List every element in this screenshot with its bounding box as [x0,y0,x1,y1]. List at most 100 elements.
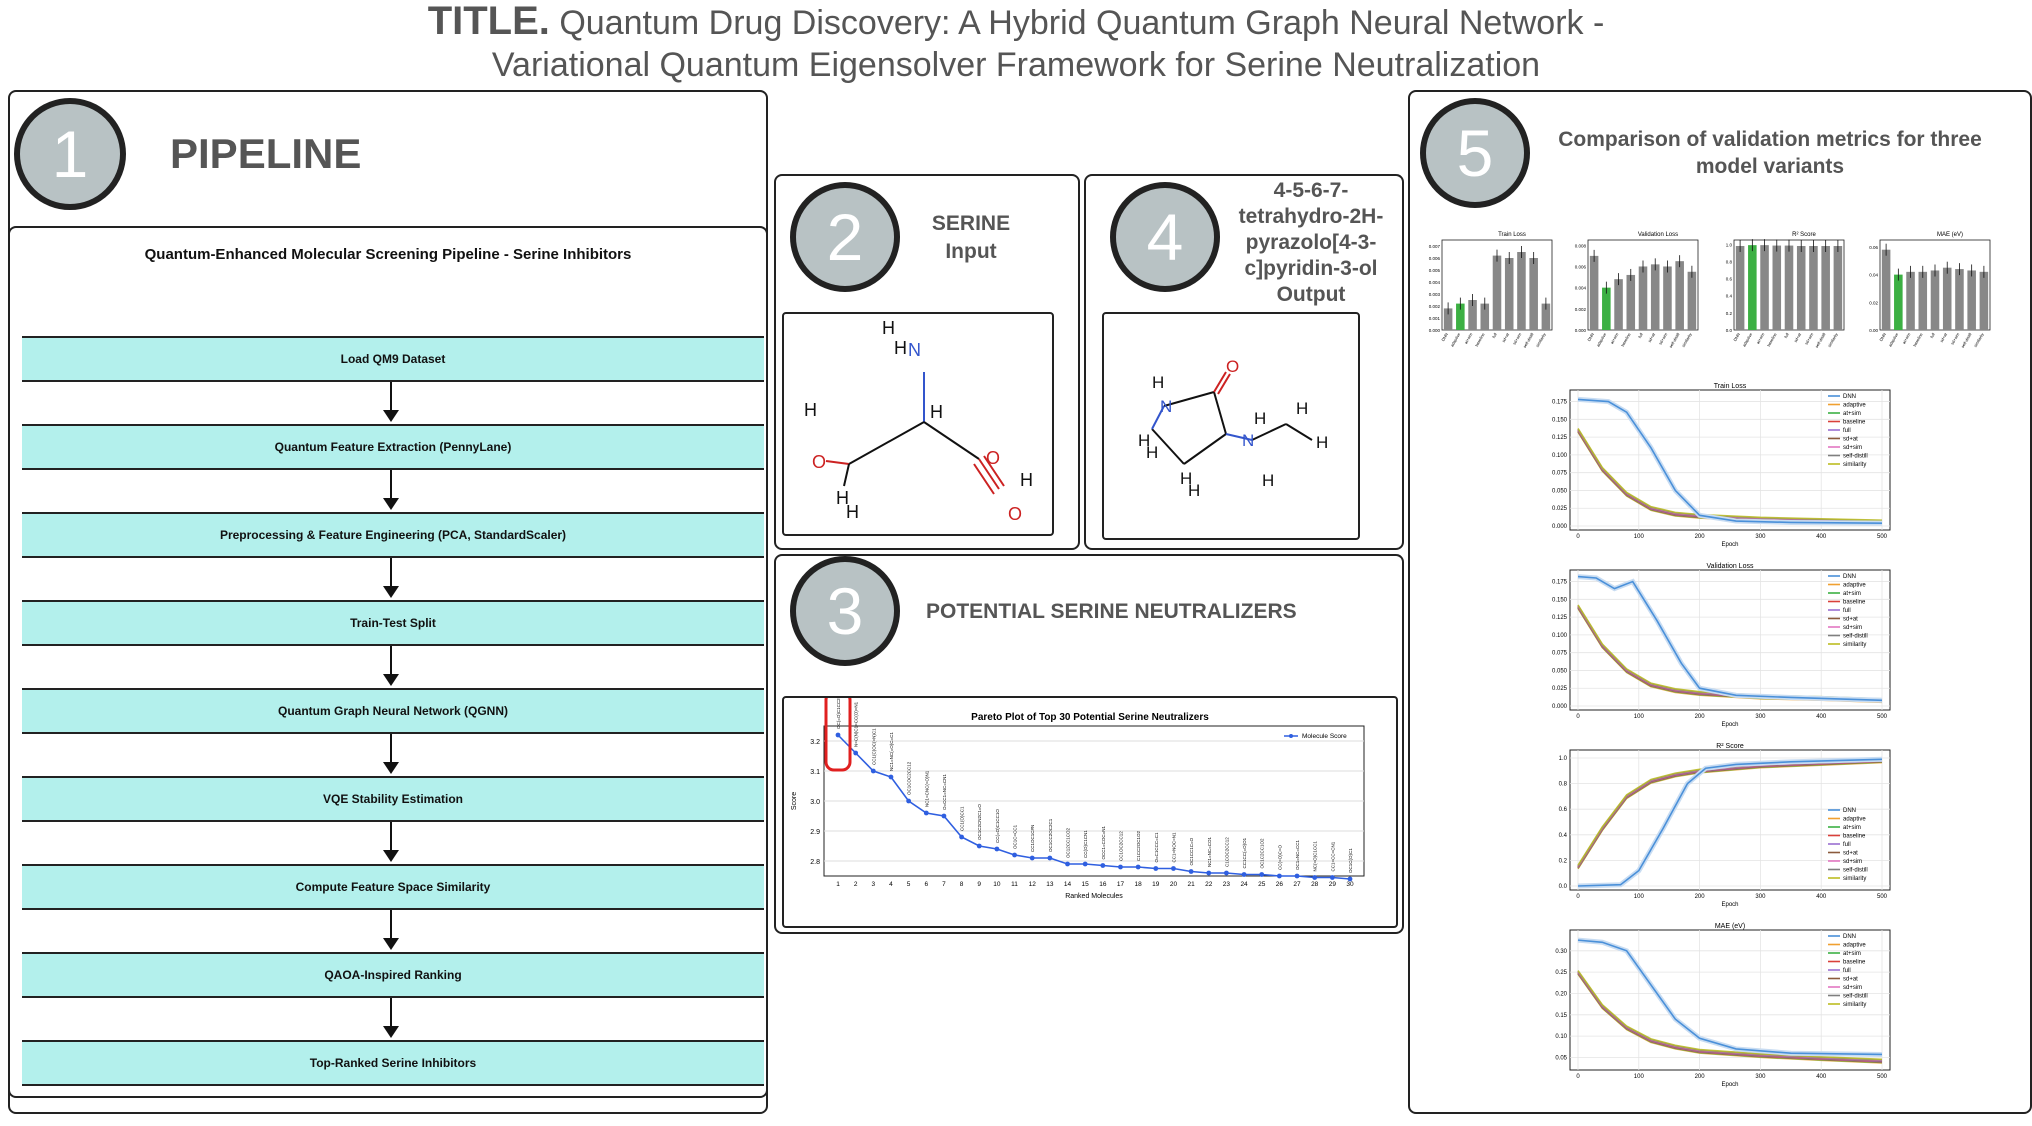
serine-structure-box: H H N H H O H H O H O [782,312,1054,536]
pareto-chart: Pareto Plot of Top 30 Potential Serine N… [791,686,1365,900]
atom-label: N [1242,431,1254,450]
bar-xtick-label: adaptive [1595,331,1607,347]
bar [1504,258,1514,330]
legend-label: sd+at [1843,977,1858,983]
bar-ytick-label: 0.8 [1726,259,1733,264]
bar-xtick-label: self-distill [1522,332,1535,349]
pareto-xtick-label: 15 [1082,881,1090,888]
pareto-point [835,732,841,738]
pareto-xtick-label: 29 [1329,881,1337,888]
bar [1480,303,1490,330]
line-chart: Train Loss0.0000.0250.0500.0750.1000.125… [1552,383,1891,548]
pareto-point-label: C1CC2OC1O2 [1136,830,1141,861]
line-ytick-label: 0.0 [1559,884,1568,890]
pipeline-diagram-title: Quantum-Enhanced Molecular Screening Pip… [144,246,632,263]
pipeline-arrow [390,910,392,940]
line-chart-title: Train Loss [1714,383,1747,390]
line-xtick-label: 0 [1576,1074,1580,1080]
line-ytick-label: 0.000 [1552,524,1568,530]
line-xlabel: Epoch [1721,1082,1738,1088]
bar-chart-title: Validation Loss [1638,232,1678,238]
pipeline-arrow [390,558,392,588]
pareto-point-label: CC1(O)CC1 [960,806,965,831]
pipeline-step: Quantum Graph Neural Network (QGNN) [22,688,764,734]
bar [1602,287,1611,330]
pareto-point-label: OC1C2CC1O2 [1260,838,1265,869]
line-xtick-label: 0 [1576,894,1580,900]
pipeline-diagram: Quantum-Enhanced Molecular Screening Pip… [8,226,768,1098]
legend-label: full [1843,608,1851,614]
pareto-ytick-label: 3.0 [810,799,820,806]
pipeline-arrow [390,734,392,764]
bar-xtick-label: similarity [1973,332,1985,348]
bar-xtick-label: at+sim [1901,331,1912,344]
bar-xtick-label: baseline [1912,331,1924,347]
bar [1541,303,1551,330]
bar-ytick-label: 0.004 [1575,286,1587,291]
bar-xtick-label: adaptive [1741,331,1753,347]
legend-label: at+sim [1843,411,1861,417]
bar-ytick-label: 0.006 [1575,264,1587,269]
panel-1-heading: PIPELINE [170,130,362,177]
pareto-point-label: O=CC1=NC=CN1 [942,774,947,810]
panel-5-number-badge: 5 [1420,98,1530,208]
line-charts: Train Loss0.0000.0250.0500.0750.1000.125… [1552,383,1891,1088]
panel-4-heading-line: pyrazolo[4-3- [1245,231,1377,254]
legend-label: self-distill [1843,454,1868,460]
line-ytick-label: 0.20 [1555,991,1567,997]
pareto-point [1029,855,1035,861]
line-xtick-label: 300 [1755,894,1766,900]
line-ytick-label: 0.2 [1559,858,1568,864]
pareto-xtick-label: 3 [871,881,875,888]
bar [1967,270,1976,330]
atom-label: H [1180,469,1192,488]
title-text-line1: Quantum Drug Discovery: A Hybrid Quantum… [559,4,1605,42]
legend-label: adaptive [1843,817,1866,823]
atom-label: O [1008,504,1022,524]
bar-ytick-label: 0.004 [1429,280,1441,285]
line-ytick-label: 0.4 [1559,833,1568,839]
pareto-point [1153,866,1159,871]
pareto-point [1347,876,1353,882]
pareto-point [994,846,1000,852]
pareto-xtick-label: 17 [1117,881,1125,888]
bar-xtick-label: DNN [1440,332,1449,342]
line-ytick-label: 0.125 [1552,615,1568,621]
pareto-point-label: NC1=CNC(=O)N1 [924,770,929,807]
legend-label: sd+sim [1843,985,1862,991]
bar [1930,270,1940,330]
pareto-ylabel: Score [791,792,798,810]
pareto-xtick-label: 14 [1064,881,1072,888]
bar-xtick-label: sd+at [1647,331,1657,343]
legend-label: full [1843,968,1851,974]
legend-label: similarity [1843,462,1866,468]
bar-ytick-label: 0.04 [1869,273,1878,278]
bar [1456,303,1465,330]
bar-xtick-label: baseline [1474,331,1486,347]
panel-2-heading-line2: Input [945,240,997,263]
line-xtick-label: 500 [1877,1074,1888,1080]
legend-label: self-distill [1843,634,1868,640]
pipeline-step: QAOA-Inspired Ranking [22,952,764,998]
pareto-legend-marker [1289,734,1293,738]
pareto-xtick-label: 1 [836,881,840,888]
bar-xtick-label: adaptive [1449,331,1461,347]
pareto-point-label: CC1OC2CC12 [1118,831,1123,861]
line-xtick-label: 300 [1755,534,1766,540]
bar-xtick-label: sd+sim [1658,331,1669,345]
bar-xtick-label: sd+at [1793,331,1803,343]
pareto-xtick-label: 24 [1240,881,1248,888]
pipeline-arrowhead [383,674,399,686]
pareto-line [837,734,1351,880]
bar [1492,255,1502,330]
panel-5-heading: Comparison of validation metrics for thr… [1558,128,1982,178]
series-line-dnn [1577,758,1883,887]
line-xtick-label: 100 [1634,1074,1645,1080]
legend-label: sd+sim [1843,625,1862,631]
serine-molecule-drawing: H H N H H O H H O H O [804,318,1033,524]
line-chart: Validation Loss0.0000.0250.0500.0750.100… [1552,563,1891,728]
pipeline-step: Quantum Feature Extraction (PennyLane) [22,424,764,470]
bar-ytick-label: 0.06 [1869,245,1878,250]
